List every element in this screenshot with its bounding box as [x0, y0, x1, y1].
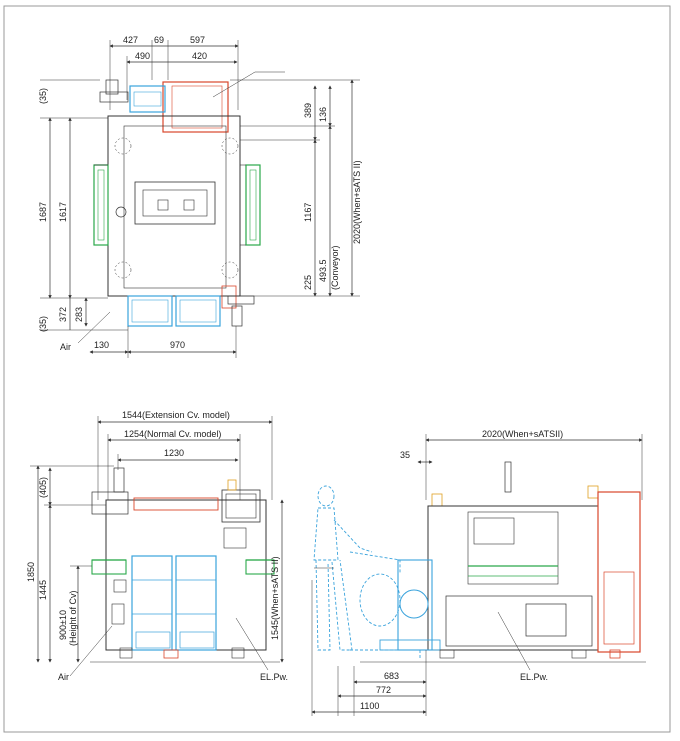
top-view: 427 69 597 490 420	[38, 35, 362, 358]
air-label-front: Air	[58, 672, 69, 682]
front-view: 1544(Extension Cv. model) 1254(Normal Cv…	[26, 410, 288, 682]
dim-1445: 1445	[38, 580, 48, 600]
drawing-frame	[3, 5, 671, 733]
dim-683: 683	[384, 671, 399, 681]
dim-405: (405)	[38, 477, 48, 498]
dim-372: 372	[58, 307, 68, 322]
dim-1230: 1230	[164, 448, 184, 458]
elpw-label-front: EL.Pw.	[260, 672, 288, 682]
dim-136: 136	[318, 107, 328, 122]
dim-1100: 1100	[360, 701, 379, 711]
dim-225: 225	[303, 275, 313, 290]
dim-490: 490	[135, 51, 150, 61]
side-view: 2020(When+sATSII) 35	[311, 429, 646, 716]
dim-69: 69	[154, 35, 164, 45]
dim-conveyor: (Conveyor)	[330, 245, 340, 290]
dim-427: 427	[123, 35, 138, 45]
dim-1167: 1167	[303, 203, 313, 222]
dim-1545: 1545(When+sATS II)	[270, 556, 280, 640]
dim-35-side: 35	[400, 450, 410, 460]
dim-2020-side: 2020(When+sATSII)	[482, 429, 563, 439]
dim-389: 389	[303, 103, 313, 118]
dim-1544: 1544(Extension Cv. model)	[122, 410, 230, 420]
dim-1254: 1254(Normal Cv. model)	[124, 429, 221, 439]
dim-493-5: 493.5	[318, 259, 328, 282]
dim-970: 970	[170, 340, 185, 350]
dim-900: 900±10	[58, 610, 68, 640]
dim-1850: 1850	[26, 562, 36, 582]
air-label-top: Air	[60, 342, 71, 352]
dim-35-bottom: (35)	[38, 316, 48, 332]
dim-height-cv: (Height of Cv)	[68, 590, 78, 646]
dim-772: 772	[376, 685, 391, 695]
dim-283: 283	[74, 307, 84, 322]
dim-130: 130	[94, 340, 109, 350]
dim-1617: 1617	[58, 202, 68, 222]
dim-597: 597	[190, 35, 205, 45]
elpw-label-side: EL.Pw.	[520, 672, 548, 682]
dim-420: 420	[192, 51, 207, 61]
dim-2020-sats: 2020(When+sATS II)	[352, 160, 362, 244]
dim-35-top: (35)	[38, 88, 48, 104]
dim-1687: 1687	[38, 202, 48, 222]
